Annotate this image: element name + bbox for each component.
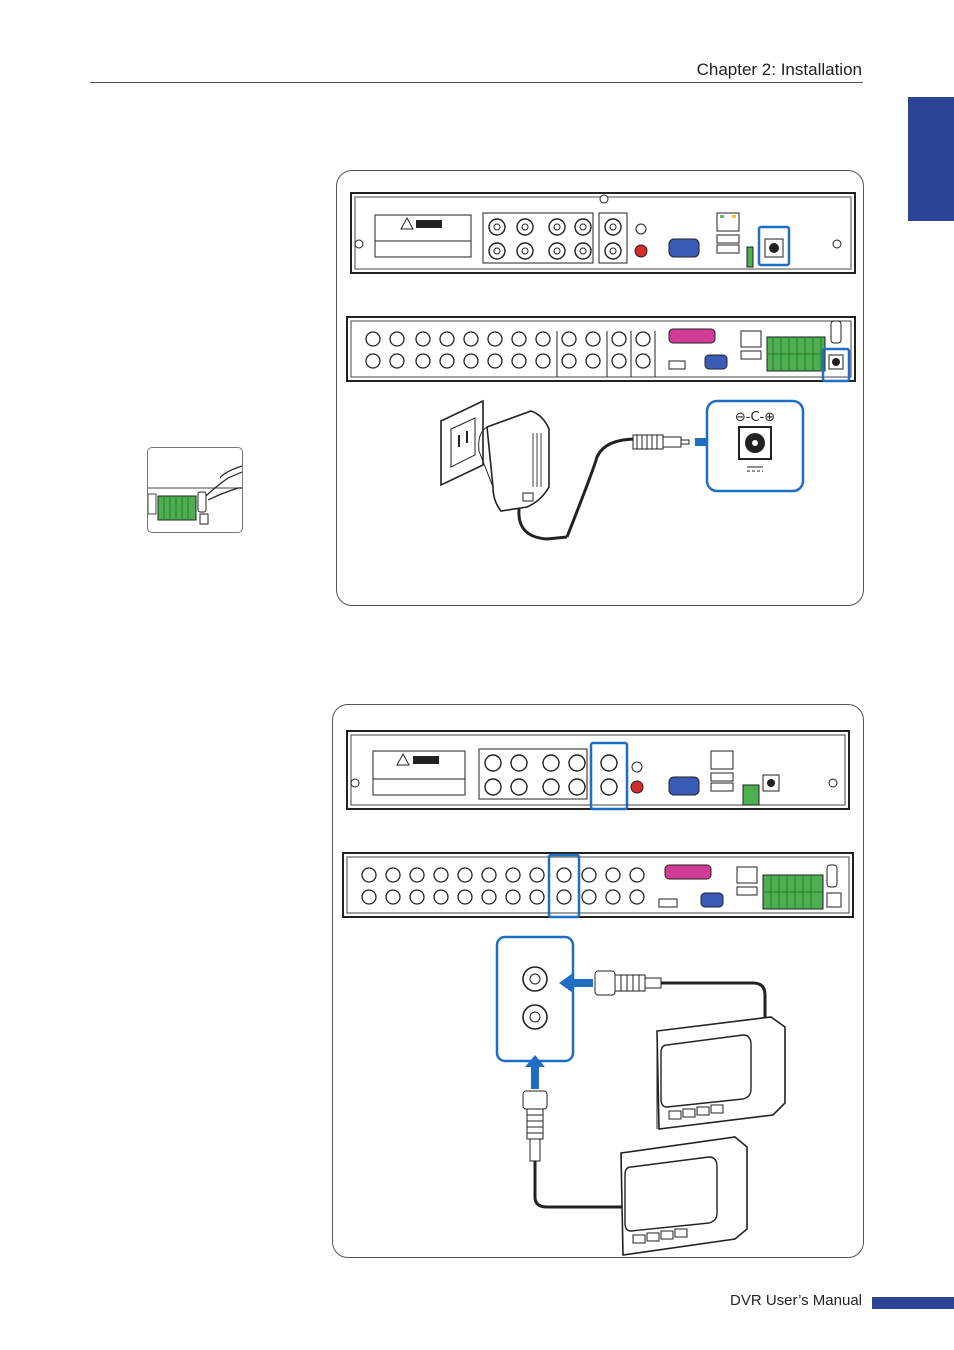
- header-rule: [90, 82, 863, 83]
- bnc-plug-vertical: [523, 1091, 623, 1207]
- dc-plug: [633, 435, 689, 449]
- power-adapter: [479, 411, 637, 539]
- hand-icon: [206, 466, 242, 500]
- wall-outlet: [441, 401, 483, 485]
- dvr-rear-4ch-video: [347, 731, 849, 809]
- footer-accent-bar: [872, 1297, 954, 1309]
- chapter-title: Chapter 2: Installation: [697, 60, 862, 80]
- bnc-output-closeup: [497, 937, 573, 1061]
- dvr-rear-16ch-video: [343, 853, 853, 917]
- power-jack-closeup: ⊖-C-⊕: [707, 401, 803, 491]
- power-switch-inset: [147, 447, 243, 533]
- chapter-side-tab: [908, 97, 954, 221]
- monitor-2: [621, 1137, 747, 1255]
- power-connection-illustration: ⊖-C-⊕: [336, 170, 864, 606]
- video-output-illustration: [332, 704, 864, 1258]
- manual-title: DVR User’s Manual: [730, 1292, 862, 1309]
- polarity-symbol: ⊖-C-⊕: [735, 410, 775, 425]
- dvr-rear-4ch: [351, 193, 855, 273]
- dvr-rear-16ch: [347, 317, 855, 381]
